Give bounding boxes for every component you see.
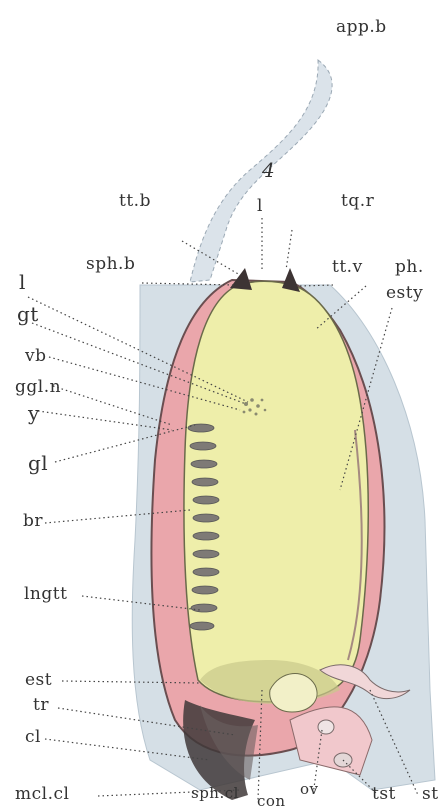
figure-number: 4	[262, 160, 275, 180]
label-est: est	[25, 672, 52, 689]
label-tt-v: tt.v	[332, 259, 363, 276]
label-ov: ov	[300, 782, 319, 797]
label-l-top: l	[257, 198, 263, 215]
label-app-b: app.b	[336, 19, 387, 36]
label-sph-cl: sph.cl	[191, 786, 239, 801]
label-tst: tst	[372, 786, 396, 803]
label-cl: cl	[25, 729, 41, 746]
label-gt: gt	[17, 304, 39, 324]
label-con: con	[257, 794, 286, 809]
label-vb: vb	[25, 348, 47, 365]
label-mcl-cl: mcl.cl	[15, 786, 69, 803]
label-tq-r: tq.r	[341, 193, 374, 210]
label-gl: gl	[28, 453, 48, 473]
label-l-left: l	[19, 272, 26, 292]
label-tr: tr	[33, 697, 49, 714]
label-sph-b: sph.b	[86, 256, 135, 273]
label-ggl-n: ggl.n	[15, 379, 61, 396]
ovary	[318, 720, 334, 734]
label-y: y	[28, 403, 40, 423]
label-ph: ph.	[395, 259, 424, 276]
label-lngtt: lngtt	[24, 586, 67, 603]
label-tt-b: tt.b	[119, 193, 151, 210]
label-esty: esty	[386, 285, 423, 302]
pharynx	[184, 281, 368, 701]
label-st: st	[422, 786, 439, 803]
label-br: br	[23, 513, 43, 530]
